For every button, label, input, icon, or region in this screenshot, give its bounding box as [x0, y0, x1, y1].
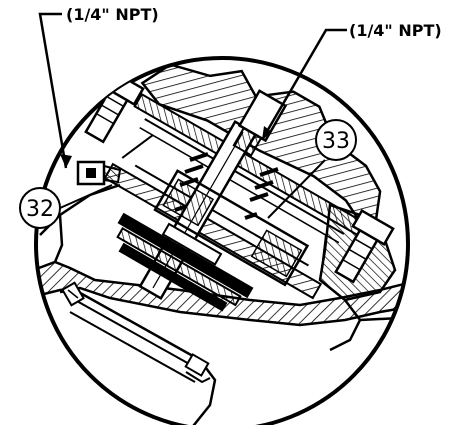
seat-housing — [153, 169, 310, 287]
leader-right-port — [260, 28, 347, 141]
callout-left-port: (1/4" NPT) — [66, 5, 159, 24]
valve-assembly — [36, 63, 408, 425]
balloon-33: 33 — [315, 119, 357, 161]
callout-right-port: (1/4" NPT) — [349, 21, 442, 40]
cover-bolt-right — [334, 208, 395, 284]
balloon-33-label: 33 — [322, 129, 350, 154]
outlet-channel — [69, 299, 201, 383]
leader-left-port — [38, 12, 72, 169]
detail-view-circle — [34, 56, 410, 425]
lower-fastener-left — [61, 281, 85, 307]
left-port-fitting — [76, 160, 122, 186]
cover-bolt-left — [84, 68, 145, 144]
valve-disc — [116, 212, 254, 312]
top-port-boss — [232, 89, 288, 157]
lower-fastener-right — [184, 353, 211, 384]
leader-item-33 — [267, 159, 326, 219]
balloon-32: 32 — [19, 187, 61, 229]
balloon-32-label: 32 — [26, 197, 54, 222]
leader-item-32 — [59, 184, 113, 209]
lower-body-wall — [36, 260, 408, 327]
outlet-body-outline — [36, 299, 161, 425]
